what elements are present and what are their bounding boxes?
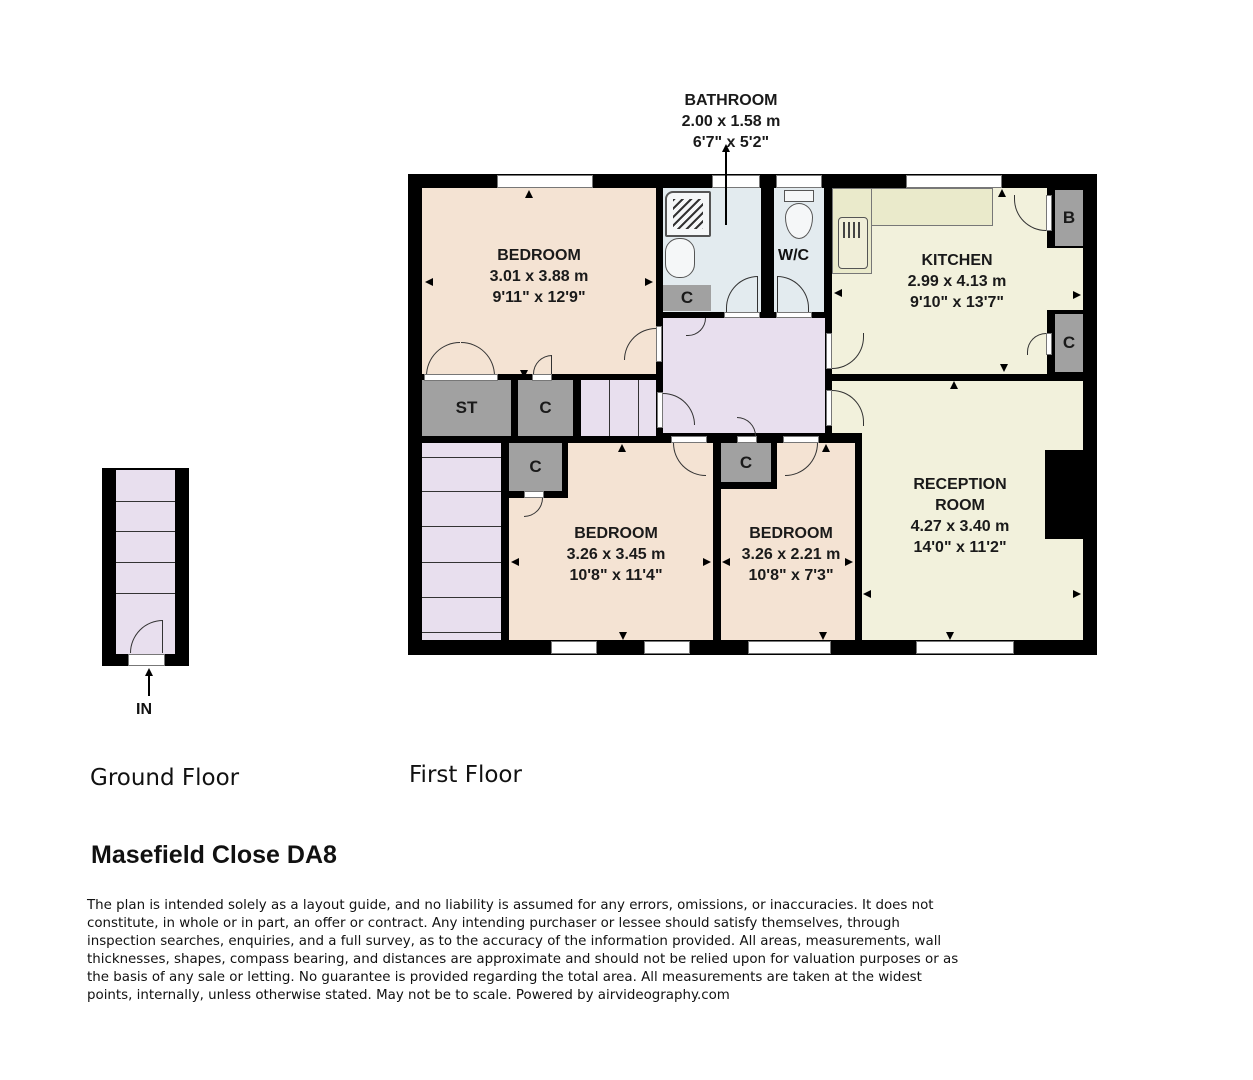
dimension-marker-icon [845, 558, 853, 566]
bedroom-2-label: BEDROOM 3.26 x 3.45 m 10'8" x 11'4" [566, 525, 666, 584]
dimension-marker-icon [1073, 590, 1081, 598]
sink-icon [838, 217, 868, 269]
dimension-marker-icon [946, 632, 954, 640]
shower-tray-icon [665, 191, 711, 237]
bedroom-3-door[interactable] [783, 436, 819, 443]
bedroom-3-closet: C [721, 443, 771, 482]
boiler-door[interactable] [1046, 195, 1052, 231]
arrow-up-icon [145, 668, 153, 676]
kitchen-door[interactable] [826, 333, 832, 369]
stair-tread [422, 632, 501, 633]
dimension-marker-icon [834, 289, 842, 297]
dimension-marker-icon [822, 444, 830, 452]
toilet-icon [785, 203, 813, 239]
boiler-cupboard: B [1055, 190, 1083, 246]
dimension-marker-icon [1000, 364, 1008, 372]
first-floor-label: First Floor [409, 762, 522, 788]
reception-door[interactable] [826, 390, 832, 426]
storage-st: ST [422, 380, 511, 436]
dimension-marker-icon [722, 558, 730, 566]
stair-tread [116, 593, 175, 594]
arrow-up-icon [722, 144, 730, 152]
toilet-cistern-icon [784, 190, 814, 202]
bedroom-1-door[interactable] [656, 326, 662, 362]
stair-tread [116, 562, 175, 563]
kitchen-closet: C [1055, 314, 1083, 372]
kitchen-closet-door[interactable] [1046, 333, 1052, 355]
bedroom-2-closet-door[interactable] [524, 491, 544, 498]
dimension-marker-icon [619, 632, 627, 640]
stair-tread [422, 457, 501, 458]
bedroom-3-window [748, 641, 831, 654]
bedroom-2-window [551, 641, 597, 654]
stair-tread [116, 501, 175, 502]
ground-floor-label: Ground Floor [90, 765, 240, 791]
dimension-marker-icon [618, 444, 626, 452]
dimension-marker-icon [511, 558, 519, 566]
stair-tread [422, 491, 501, 492]
reception-label: RECEPTION ROOM 4.27 x 3.40 m 14'0" x 11'… [910, 476, 1010, 556]
washbasin-icon [665, 238, 695, 278]
dimension-marker-icon [425, 278, 433, 286]
kitchen-window [906, 175, 1002, 188]
dimension-marker-icon [998, 189, 1006, 197]
bathroom-door[interactable] [724, 312, 760, 318]
bedroom-1-window [497, 175, 593, 188]
dimension-marker-icon [525, 190, 533, 198]
bathroom-closet: C [663, 285, 711, 311]
dimension-marker-icon [1073, 291, 1081, 299]
dimension-marker-icon [645, 278, 653, 286]
dimension-marker-icon [863, 590, 871, 598]
hall-closet-door[interactable] [737, 436, 757, 443]
stair-tread [422, 562, 501, 563]
disclaimer-text: The plan is intended solely as a layout … [87, 898, 959, 1003]
stair-tread [422, 597, 501, 598]
landing-stairs [581, 380, 656, 436]
entrance-label: IN [136, 701, 152, 718]
bedroom-2-door[interactable] [671, 436, 707, 443]
reception-window [916, 641, 1014, 654]
stair-tread [609, 380, 610, 436]
stair-tread [638, 380, 639, 436]
bathroom-label: BATHROOM 2.00 x 1.58 m 6'7" x 5'2" [681, 92, 781, 151]
stair-tread [422, 526, 501, 527]
entrance-arrow-icon [148, 672, 150, 696]
dimension-marker-icon [703, 558, 711, 566]
closet-1-door[interactable] [532, 374, 552, 381]
dimension-marker-icon [520, 370, 528, 378]
shower-hatching [673, 199, 703, 229]
chimney-breast [1045, 450, 1083, 539]
stairs-door[interactable] [657, 392, 663, 428]
stair-tread [116, 531, 175, 532]
bathroom-window [712, 175, 760, 188]
bedroom-3-label: BEDROOM 3.26 x 2.21 m 10'8" x 7'3" [741, 525, 841, 584]
wc-door[interactable] [776, 312, 812, 318]
main-stairs [422, 443, 501, 640]
bedroom-2-closet: C [509, 443, 562, 491]
bedroom-1-label: BEDROOM 3.01 x 3.88 m 9'11" x 12'9" [489, 247, 589, 306]
storage-st-door[interactable] [424, 374, 498, 381]
property-title: Masefield Close DA8 [91, 841, 337, 869]
drainer-icon [843, 222, 863, 238]
dimension-marker-icon [950, 381, 958, 389]
dimension-marker-icon [819, 632, 827, 640]
wc-window [776, 175, 822, 188]
entrance-door[interactable] [128, 654, 165, 666]
wc-label: W/C [778, 247, 810, 264]
closet-1: C [518, 380, 573, 436]
bathroom-pointer-icon [725, 150, 727, 225]
kitchen-label: KITCHEN 2.99 x 4.13 m 9'10" x 13'7" [907, 252, 1007, 311]
bedroom-2-window [644, 641, 690, 654]
